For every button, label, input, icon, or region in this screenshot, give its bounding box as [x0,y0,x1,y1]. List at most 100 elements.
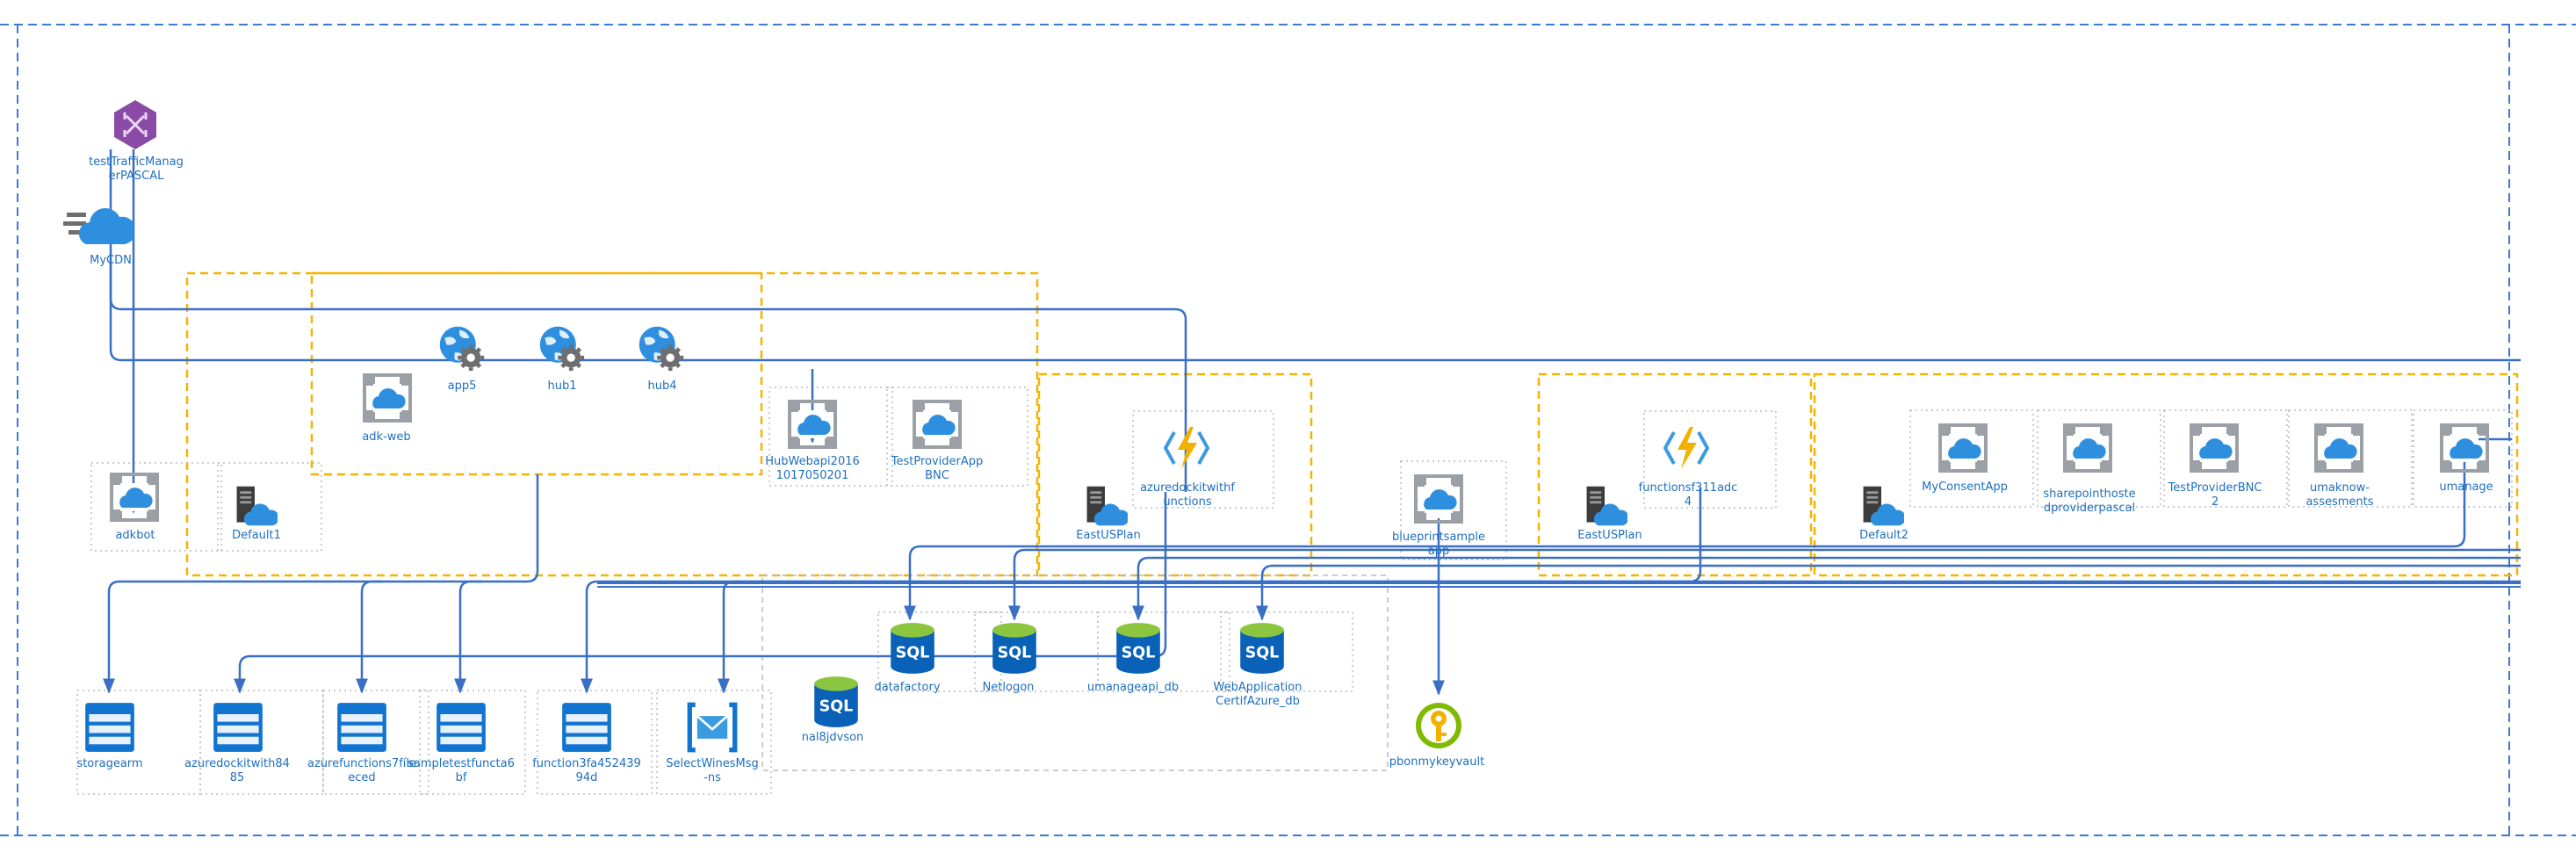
app-service-icon[interactable] [363,373,412,423]
label-myconsent: MyConsentApp [1922,481,2008,495]
label-hub1: hub1 [547,379,576,394]
app-service-icon[interactable] [2190,423,2239,473]
label-line: adkbot [115,529,155,542]
label-storagearm: storagearm [76,757,142,771]
label-cdn: MyCDN [90,254,132,268]
service-bus-icon[interactable] [689,705,734,749]
storage-account-icon[interactable] [213,703,263,752]
label-line: storagearm [76,757,143,770]
label-hubwebapi: HubWebapi2016 1017050201 [765,455,860,483]
label-line: azurefunctions7fíle [307,757,417,770]
label-line: TestProviderBNC [2168,481,2262,495]
key-vault-icon[interactable] [1416,703,1461,748]
label-keyvault: pbonmykeyvault [1389,755,1484,770]
label-selectwines: SelectWinesMsg -ns [666,757,759,785]
label-azuredocki-fn: azuredockitwithf unctions [1140,481,1235,509]
label-azuredocki-st: azuredockitwith84 85 [184,757,290,785]
label-default2: Default2 [1859,529,1909,543]
label-webapp-db: WebApplication CertifAzure_db [1214,681,1302,709]
plan-group-eastus1 [1037,372,1313,577]
label-line: 2 [2211,495,2219,509]
plan-group-default2 [1813,372,2519,577]
label-line: 85 [229,771,245,784]
label-line: MyConsentApp [1922,481,2008,494]
label-line: sharepointhoste [2043,488,2136,501]
label-line: sampletestfuncta6 [408,757,515,770]
label-line: functionsf311adc [1638,481,1738,495]
label-line: azuredockitwith84 [184,757,290,770]
traffic-manager-icon[interactable] [112,98,158,151]
storage-account-icon[interactable] [437,703,486,752]
label-line: app [1427,545,1450,558]
label-nal8jdvson: nal8jdvson [802,731,864,745]
storage-account-icon[interactable] [562,703,611,752]
label-line: app5 [447,379,477,393]
label-line: Netlogon [982,681,1035,694]
app-service-icon[interactable] [1414,474,1463,524]
label-umanageapi-db: umanageapi_db [1087,681,1179,695]
sql-database-icon[interactable] [992,623,1036,674]
web-app-gear-icon[interactable] [639,327,683,371]
label-line: blueprintsample [1392,531,1485,544]
label-line: dproviderpascal [2043,502,2136,515]
node-frames [76,387,2513,795]
app-service-icon[interactable] [2063,423,2112,473]
storage-account-icon[interactable] [337,703,386,752]
label-line: unctions [1163,495,1212,509]
label-line: hub4 [647,379,677,393]
app-service-plan-icon[interactable] [1863,486,1906,526]
label-line: TestProviderApp [891,455,984,468]
subscription-boundary [0,24,2576,836]
storage-account-icon[interactable] [85,703,134,752]
app-service-icon[interactable] [2314,423,2363,473]
label-line: function3fa452439 [532,757,641,770]
label-eastus2: EastUSPlan [1577,529,1642,543]
app-service-plan-icon[interactable] [1586,486,1629,526]
label-line: nal8jdvson [801,731,864,744]
label-functionsf: functionsf311adc 4 [1639,481,1738,509]
label-line: umanageapi_db [1086,681,1180,694]
label-line: testTrafficManag [89,155,184,169]
label-line: pbonmykeyvault [1389,755,1485,769]
sql-server-group [761,575,1389,771]
label-umaknow: umaknow- assesments [2305,481,2373,509]
plan-group-eastus2 [1537,372,1813,577]
sql-database-icon[interactable] [1240,623,1284,674]
label-netlogon: Netlogon [983,681,1035,695]
function-bolt-icon[interactable] [1663,425,1709,471]
node-icons [63,98,2489,752]
app-service-plan-icon[interactable] [236,486,279,526]
app-service-icon[interactable] [913,400,962,449]
cdn-cloud-icon[interactable] [63,208,136,244]
bus-lines [597,582,2521,588]
label-line: MyCDN [90,254,132,267]
label-app5: app5 [448,379,477,394]
label-adk-web: adk-web [362,430,410,444]
sql-database-icon[interactable] [1116,623,1160,674]
label-line: umaknow- [2310,481,2370,495]
app-service-icon[interactable] [1938,423,1988,473]
label-line: CertifAzure_db [1216,695,1300,708]
label-line: erPASCAL [108,170,164,183]
label-testprovider2: TestProviderBNC 2 [2168,481,2262,509]
sql-server-icon[interactable] [814,676,858,727]
label-line: Default1 [232,529,281,542]
label-line: SelectWinesMsg [666,757,759,770]
label-line: Default2 [1859,529,1909,542]
web-app-gear-icon[interactable] [440,327,484,371]
app-service-plan-icon[interactable] [1086,486,1129,526]
label-line: bf [455,771,467,784]
label-blueprint: blueprintsample app [1392,531,1485,559]
label-datafactory: datafactory [874,681,940,695]
label-azurefunctions-st: azurefunctions7fíle eced [307,757,416,785]
label-line: hub1 [547,379,577,393]
label-line: EastUSPlan [1076,529,1141,542]
label-hub4: hub4 [647,379,676,394]
sql-database-icon[interactable] [891,623,934,674]
label-sharepoint: sharepointhoste dproviderpascal [2043,488,2135,516]
label-function3-st: function3fa452439 94d [532,757,641,785]
web-app-gear-icon[interactable] [540,327,584,371]
label-line: 1017050201 [776,469,849,482]
connectors [103,149,2521,696]
